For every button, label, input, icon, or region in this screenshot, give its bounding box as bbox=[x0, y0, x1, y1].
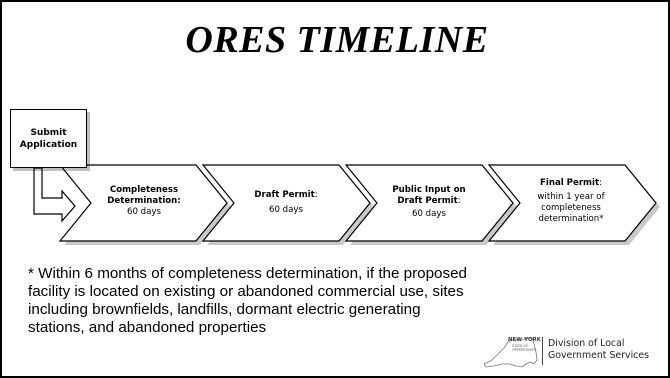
step-duration: 60 days bbox=[412, 209, 446, 219]
logo-tagline-1: STATE OF bbox=[512, 344, 528, 348]
chevron-completeness bbox=[58, 164, 228, 242]
step-label-suffix: : bbox=[314, 190, 318, 200]
logo-divider bbox=[542, 337, 543, 365]
chevron-final-permit bbox=[487, 164, 657, 242]
step-label: Draft Permit bbox=[397, 196, 458, 206]
step-duration: determination* bbox=[538, 214, 604, 224]
chevron-draft-permit bbox=[201, 164, 371, 242]
submit-line-1: Submit bbox=[30, 127, 67, 138]
step-label: Public Input on bbox=[392, 185, 466, 195]
step-duration: 60 days bbox=[269, 205, 303, 215]
step-duration: 60 days bbox=[127, 207, 161, 217]
step-completeness: Completeness Determination: 60 days bbox=[94, 185, 194, 218]
chevron-public-input bbox=[344, 164, 514, 242]
slide-title: ORES TIMELINE bbox=[185, 19, 489, 61]
logo-division-line-1: Division of Local bbox=[548, 338, 625, 349]
bent-arrow bbox=[33, 167, 76, 223]
step-final-permit: Final Permit: within 1 year of completen… bbox=[518, 178, 624, 225]
submit-application-box: Submit Application bbox=[10, 109, 87, 168]
logo-state-name: NEW YORK bbox=[508, 337, 542, 343]
step-label: Completeness bbox=[109, 185, 179, 195]
logo-division-text: Division of Local Government Services bbox=[548, 338, 658, 362]
step-draft-permit: Draft Permit: 60 days bbox=[234, 190, 338, 216]
logo-division-line-2: Government Services bbox=[548, 350, 649, 361]
step-duration: within 1 year of bbox=[537, 192, 605, 202]
step-duration: completeness bbox=[541, 203, 601, 213]
step-label-suffix: : bbox=[457, 196, 461, 206]
step-label: Final Permit bbox=[540, 178, 600, 188]
nys-division-logo: NEW YORK STATE OF OPPORTUNITY. Division … bbox=[482, 334, 657, 370]
step-label: Draft Permit bbox=[254, 190, 315, 200]
logo-state-tagline: STATE OF OPPORTUNITY. bbox=[512, 344, 536, 352]
logo-tagline-2: OPPORTUNITY. bbox=[512, 348, 537, 352]
footnote: * Within 6 months of completeness determ… bbox=[28, 265, 467, 336]
chevrons bbox=[58, 164, 657, 242]
submit-line-2: Application bbox=[19, 139, 78, 150]
ny-state-outline-icon bbox=[483, 337, 538, 368]
step-label-suffix: : bbox=[599, 178, 602, 188]
step-public-input: Public Input on Draft Permit: 60 days bbox=[376, 185, 482, 220]
step-label: Determination: bbox=[107, 196, 181, 206]
